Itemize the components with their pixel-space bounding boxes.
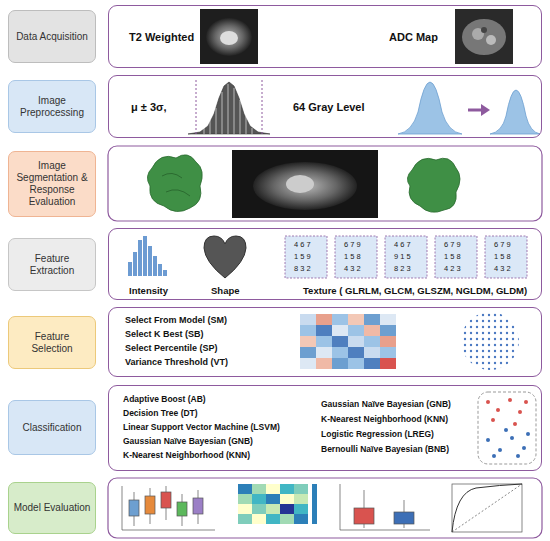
matrix-value: 8 3 2: [294, 265, 311, 273]
stage-label: Model Evaluation: [14, 502, 91, 514]
matrix-value: 4 6 7: [294, 241, 311, 249]
matrix-value: 6 7 9: [494, 241, 511, 249]
content-panel: T2 Weighted ADC Map: [108, 5, 542, 68]
panel-text: Gaussian Naïve Bayesian (GNB): [321, 399, 451, 409]
stage-label: Feature Extraction: [13, 253, 91, 277]
matrix-value: 1 5 8: [444, 253, 461, 261]
stage-box: Classification: [8, 400, 96, 455]
matrix-value: 4 3 2: [344, 265, 361, 273]
stage-label: Feature Selection: [13, 331, 91, 355]
content-panel: Adaptive Boost (AB) Decision Tree (DT) Lin…: [108, 385, 542, 471]
matrix-value: 4 6 7: [394, 241, 411, 249]
matrix-value: 6 7 9: [344, 241, 361, 249]
content-panel: μ ± 3σ, 64 Gray Level: [108, 75, 542, 138]
stage-label: Classification: [23, 422, 82, 434]
stage-box: Model Evaluation: [8, 482, 96, 534]
panel-text: T2 Weighted: [129, 31, 194, 43]
panel-text: Linear Support Vector Machine (LSVM): [123, 422, 280, 432]
panel-text: Gaussian Naïve Bayesian (GNB): [123, 436, 253, 446]
content-panel: Intensity Shape Texture ( GLRLM, GLCM, GLS…: [108, 228, 542, 300]
content-panel: Select From Model (SM) Select K Best (SB)…: [108, 307, 542, 377]
matrix-value: 6 7 9: [444, 241, 461, 249]
panel-text: Select From Model (SM): [125, 315, 227, 325]
panel-text: 64 Gray Level: [293, 101, 365, 113]
panel-text: Texture ( GLRLM, GLCM, GLSZM, NGLDM, GLD…: [303, 285, 527, 296]
panel-text: K-Nearest Neighborhood (KNN): [123, 450, 250, 460]
panel-text: Bernoulli Naïve Bayesian (BNB): [321, 444, 449, 454]
matrix-value: 1 5 8: [344, 253, 361, 261]
panel-text: Variance Threshold (VT): [125, 357, 228, 367]
panel-text: Decision Tree (DT): [123, 408, 198, 418]
matrix-value: 4 3 2: [494, 265, 511, 273]
panel-text: Adaptive Boost (AB): [123, 394, 206, 404]
matrix-value: 4 2 3: [444, 265, 461, 273]
matrix-value: 8 2 3: [394, 265, 411, 273]
stage-label: Image Segmentation & Response Evaluation: [13, 160, 91, 208]
matrix-value: 1 5 8: [494, 253, 511, 261]
stage-box: Image Preprocessing: [8, 80, 96, 133]
stage-box: Data Acquisition: [8, 10, 96, 63]
panel-text: Shape: [211, 285, 240, 296]
panel-text: Select K Best (SB): [125, 329, 204, 339]
matrix-value: 9 1 5: [394, 253, 411, 261]
panel-text: Intensity: [129, 285, 168, 296]
panel-text: μ ± 3σ,: [131, 101, 167, 113]
panel-text: ADC Map: [389, 31, 438, 43]
panel-text: Select Percentile (SP): [125, 343, 218, 353]
stage-box: Image Segmentation & Response Evaluation: [8, 151, 96, 217]
stage-box: Feature Selection: [8, 316, 96, 369]
stage-label: Image Preprocessing: [13, 95, 91, 119]
panel-text: Logistic Regression (LREG): [321, 429, 434, 439]
stage-label: Data Acquisition: [16, 31, 88, 43]
panel-text: K-Nearest Neighborhood (KNN): [321, 414, 448, 424]
matrix-value: 1 5 9: [294, 253, 311, 261]
stage-box: Feature Extraction: [8, 238, 96, 291]
